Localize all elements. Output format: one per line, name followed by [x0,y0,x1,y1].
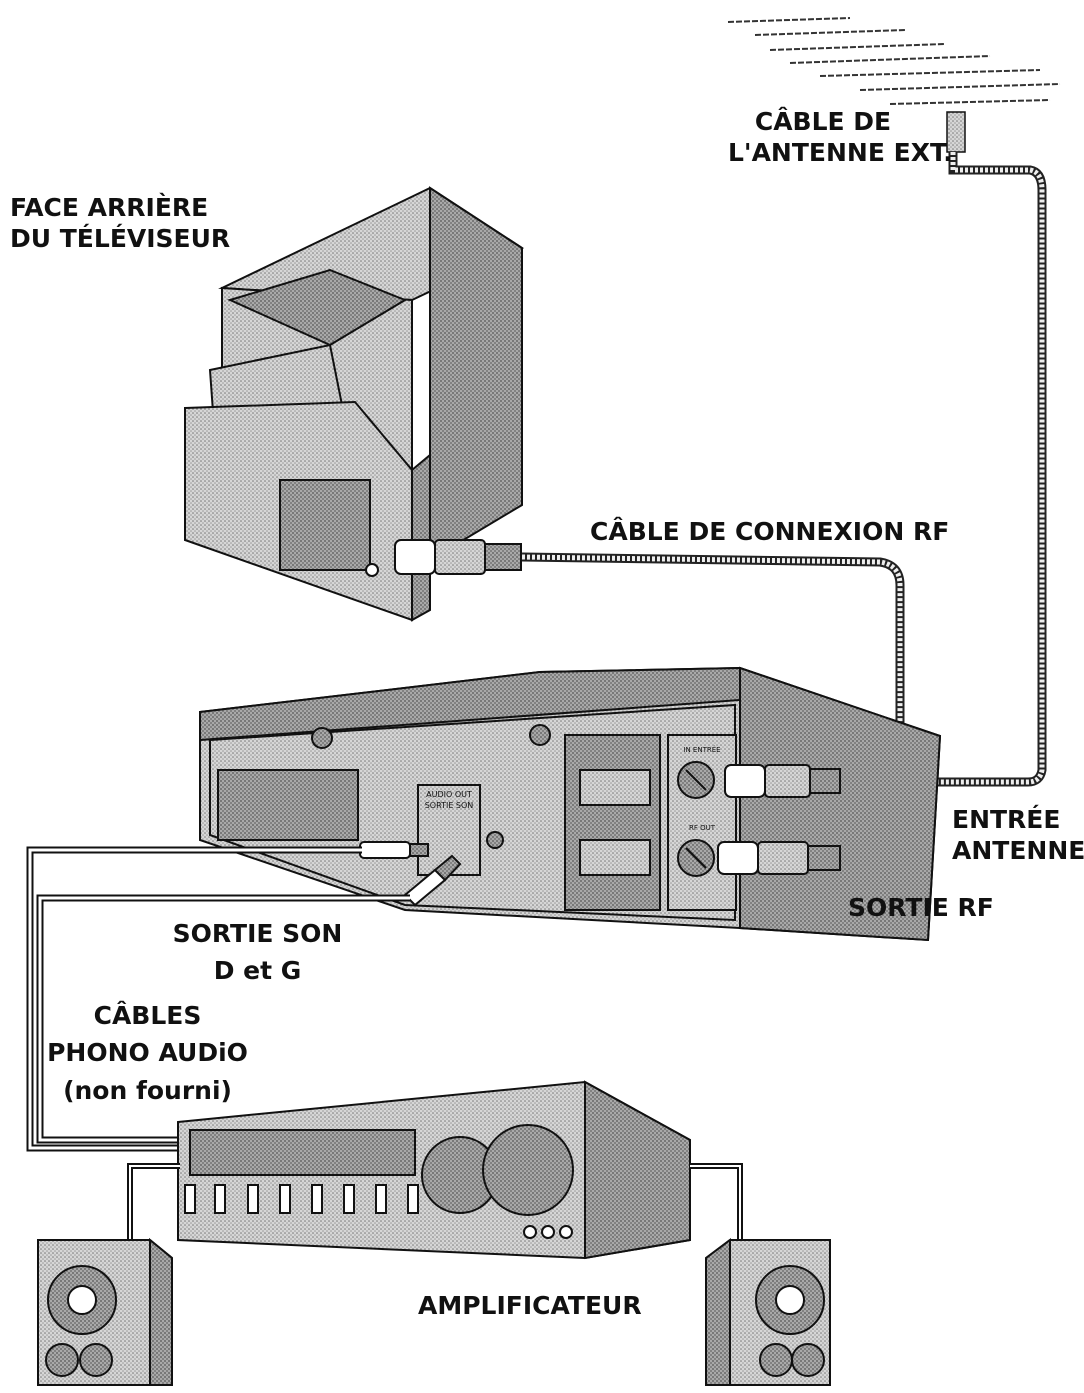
tv-rear-icon [184,186,525,622]
phono-cables-label-line2: PHONO AUDiO [47,1038,248,1068]
vcr-rear-icon [199,666,942,942]
antenna-in-label: ENTRÉE ANTENNE [952,804,1084,867]
amplifier-label: AMPLIFICATEUR [418,1290,642,1321]
antenna-in-label-line1: ENTRÉE [952,805,1061,834]
rf-cable-label: CÂBLE DE CONNEXION RF [590,516,949,547]
vcr-audio-out-text: AUDIO OUT [426,790,472,799]
left-speaker-wire [127,1163,180,1240]
audio-out-label-line1: SORTIE SON [172,919,343,948]
tv-rear-label-line2: DU TÉLÉVISEUR [10,224,231,254]
rf-out-label-text: SORTIE RF [848,893,994,922]
phono-plug-icon [359,841,462,907]
vcr-ant-in-text: IN ENTRÉE [683,745,720,754]
rf-out-label: SORTIE RF [848,892,994,923]
rf-out-connector-icon [717,841,841,875]
tv-rf-connector-icon [394,539,522,575]
amplifier-icon [177,1080,691,1260]
tv-rear-label: FACE ARRIÈRE DU TÉLÉVISEUR [10,192,230,255]
antenna-icon [727,17,1061,105]
phono-cables-label-line1: CÂBLES [93,1001,202,1030]
right-speaker-icon [705,1238,831,1386]
vcr-audio-sortie-text: SORTIE SON [425,801,474,810]
left-speaker-icon [37,1237,173,1386]
antenna-cable-label-line2: L'ANTENNE EXT. [728,138,953,168]
tv-rear-label-line1: FACE ARRIÈRE [10,193,209,222]
antenna-cable [838,152,1047,787]
antenna-cable-label: CÂBLE DE L'ANTENNE EXT. [728,106,953,169]
vcr-rf-out-text: RF OUT [689,824,716,832]
amplifier-label-text: AMPLIFICATEUR [418,1291,642,1320]
right-speaker-wire [690,1163,743,1240]
phono-cables-label: CÂBLES PHONO AUDiO (non fourni) [40,1000,255,1106]
audio-out-label-line2: D et G [213,956,302,986]
rf-cable-label-text: CÂBLE DE CONNEXION RF [590,517,950,546]
phono-cables-label-line3: (non fourni) [63,1075,232,1105]
audio-out-label: SORTIE SON D et G [165,918,350,987]
antenna-in-label-line2: ANTENNE [952,836,1084,866]
antenna-in-connector-icon [724,764,841,798]
antenna-cable-label-line1: CÂBLE DE [754,107,892,136]
